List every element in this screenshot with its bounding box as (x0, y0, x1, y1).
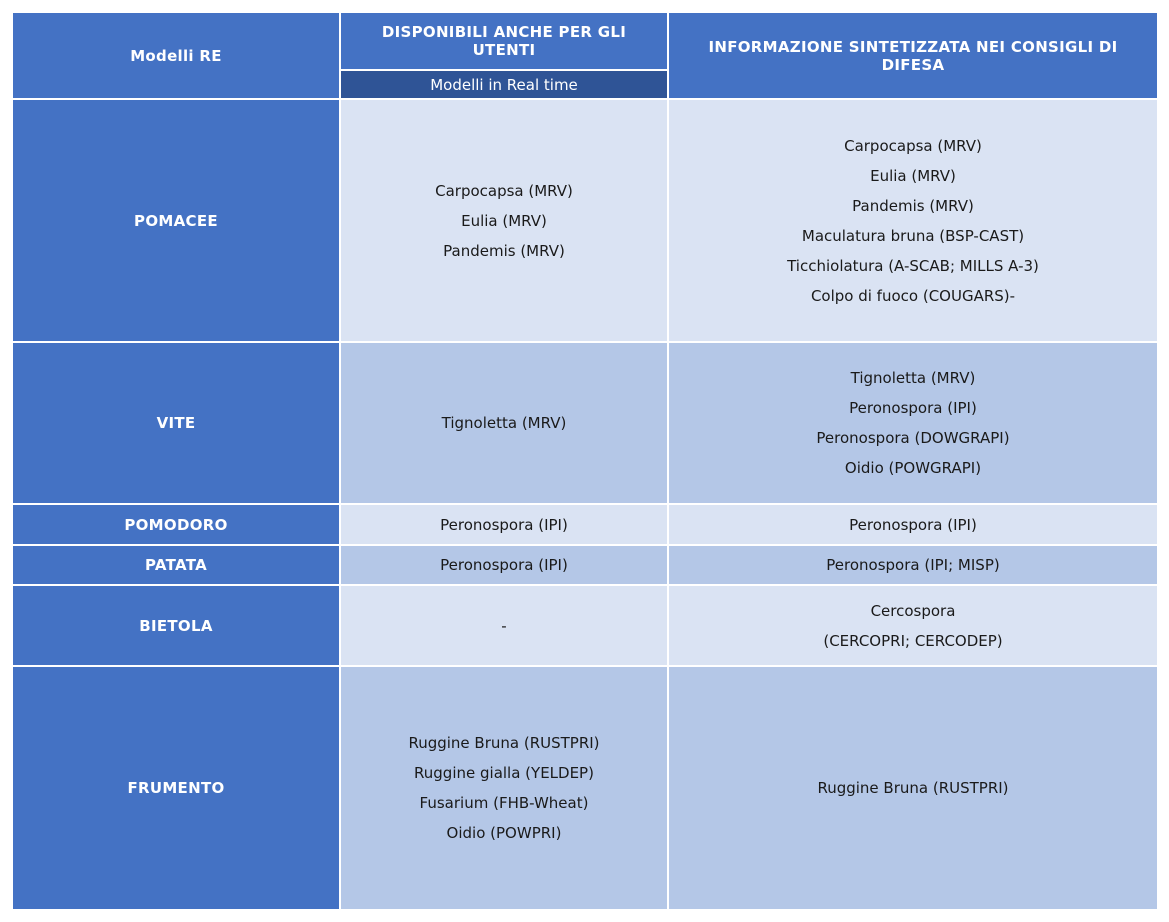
model-item: Ruggine gialla (YELDEP) (414, 764, 594, 782)
row-crop-vite: VITE (13, 343, 339, 503)
crop-label: VITE (156, 414, 196, 432)
realtime-models-patata: Peronospora (IPI) (341, 546, 667, 584)
header-advice: INFORMAZIONE SINTETIZZATA NEI CONSIGLI D… (669, 13, 1157, 98)
model-item: (CERCOPRI; CERCODEP) (823, 631, 1003, 650)
model-item: Maculatura bruna (BSP-CAST) (801, 226, 1025, 245)
model-item: Eulia (MRV) (870, 166, 956, 185)
row-crop-pomacee: POMACEE (13, 100, 339, 341)
model-item: Peronospora (IPI) (440, 556, 568, 574)
advice-models-frumento: Ruggine Bruna (RUSTPRI) (669, 667, 1157, 909)
model-item: Peronospora (IPI) (849, 399, 977, 417)
model-item: - (501, 616, 507, 635)
model-item: Carpocapsa (MRV) (435, 181, 573, 200)
model-item: Cercospora (870, 601, 956, 620)
row-crop-pomodoro: POMODORO (13, 505, 339, 544)
crop-label: POMACEE (134, 211, 218, 230)
crop-label: BIETOLA (139, 616, 213, 635)
model-item: Eulia (MRV) (461, 211, 547, 230)
model-item: Oidio (POWGRAPI) (844, 459, 982, 477)
row-crop-bietola: BIETOLA (13, 586, 339, 665)
model-item: Ticchiolatura (A-SCAB; MILLS A-3) (787, 256, 1039, 275)
realtime-models-pomodoro: Peronospora (IPI) (341, 505, 667, 544)
header-models-label: Modelli RE (130, 46, 222, 65)
realtime-models-bietola: - (341, 586, 667, 665)
model-item: Ruggine Bruna (RUSTPRI) (817, 779, 1009, 797)
model-item: Oidio (POWPRI) (446, 824, 562, 842)
header-realtime-label: Modelli in Real time (430, 75, 578, 94)
realtime-models-pomacee: Carpocapsa (MRV) Eulia (MRV) Pandemis (M… (341, 100, 667, 341)
row-crop-frumento: FRUMENTO (13, 667, 339, 909)
crop-label: POMODORO (124, 515, 228, 534)
advice-models-vite: Tignoletta (MRV) Peronospora (IPI) Peron… (669, 343, 1157, 503)
realtime-models-vite: Tignoletta (MRV) (341, 343, 667, 503)
model-item: Peronospora (IPI; MISP) (826, 556, 1000, 574)
header-models: Modelli RE (13, 13, 339, 98)
model-item: Tignoletta (MRV) (441, 414, 567, 432)
model-item: Carpocapsa (MRV) (844, 136, 982, 155)
advice-models-pomodoro: Peronospora (IPI) (669, 505, 1157, 544)
realtime-models-frumento: Ruggine Bruna (RUSTPRI) Ruggine gialla (… (341, 667, 667, 909)
model-item: Fusarium (FHB-Wheat) (419, 794, 589, 812)
header-available: DISPONIBILI ANCHE PER GLI UTENTI (341, 13, 667, 69)
row-crop-patata: PATATA (13, 546, 339, 584)
model-item: Peronospora (IPI) (440, 515, 568, 534)
header-available-label: DISPONIBILI ANCHE PER GLI UTENTI (381, 23, 627, 59)
model-item: Ruggine Bruna (RUSTPRI) (408, 734, 600, 752)
advice-models-pomacee: Carpocapsa (MRV) Eulia (MRV) Pandemis (M… (669, 100, 1157, 341)
advice-models-patata: Peronospora (IPI; MISP) (669, 546, 1157, 584)
model-item: Colpo di fuoco (COUGARS)- (810, 286, 1016, 305)
crop-label: PATATA (144, 556, 208, 574)
header-advice-label: INFORMAZIONE SINTETIZZATA NEI CONSIGLI D… (708, 37, 1118, 74)
advice-models-bietola: Cercospora (CERCOPRI; CERCODEP) (669, 586, 1157, 665)
model-item: Peronospora (IPI) (849, 515, 977, 534)
crop-label: FRUMENTO (127, 779, 225, 797)
model-item: Pandemis (MRV) (852, 196, 974, 215)
header-realtime-sub: Modelli in Real time (341, 71, 667, 98)
model-item: Tignoletta (MRV) (850, 369, 976, 387)
model-item: Pandemis (MRV) (443, 241, 565, 260)
model-item: Peronospora (DOWGRAPI) (816, 429, 1010, 447)
